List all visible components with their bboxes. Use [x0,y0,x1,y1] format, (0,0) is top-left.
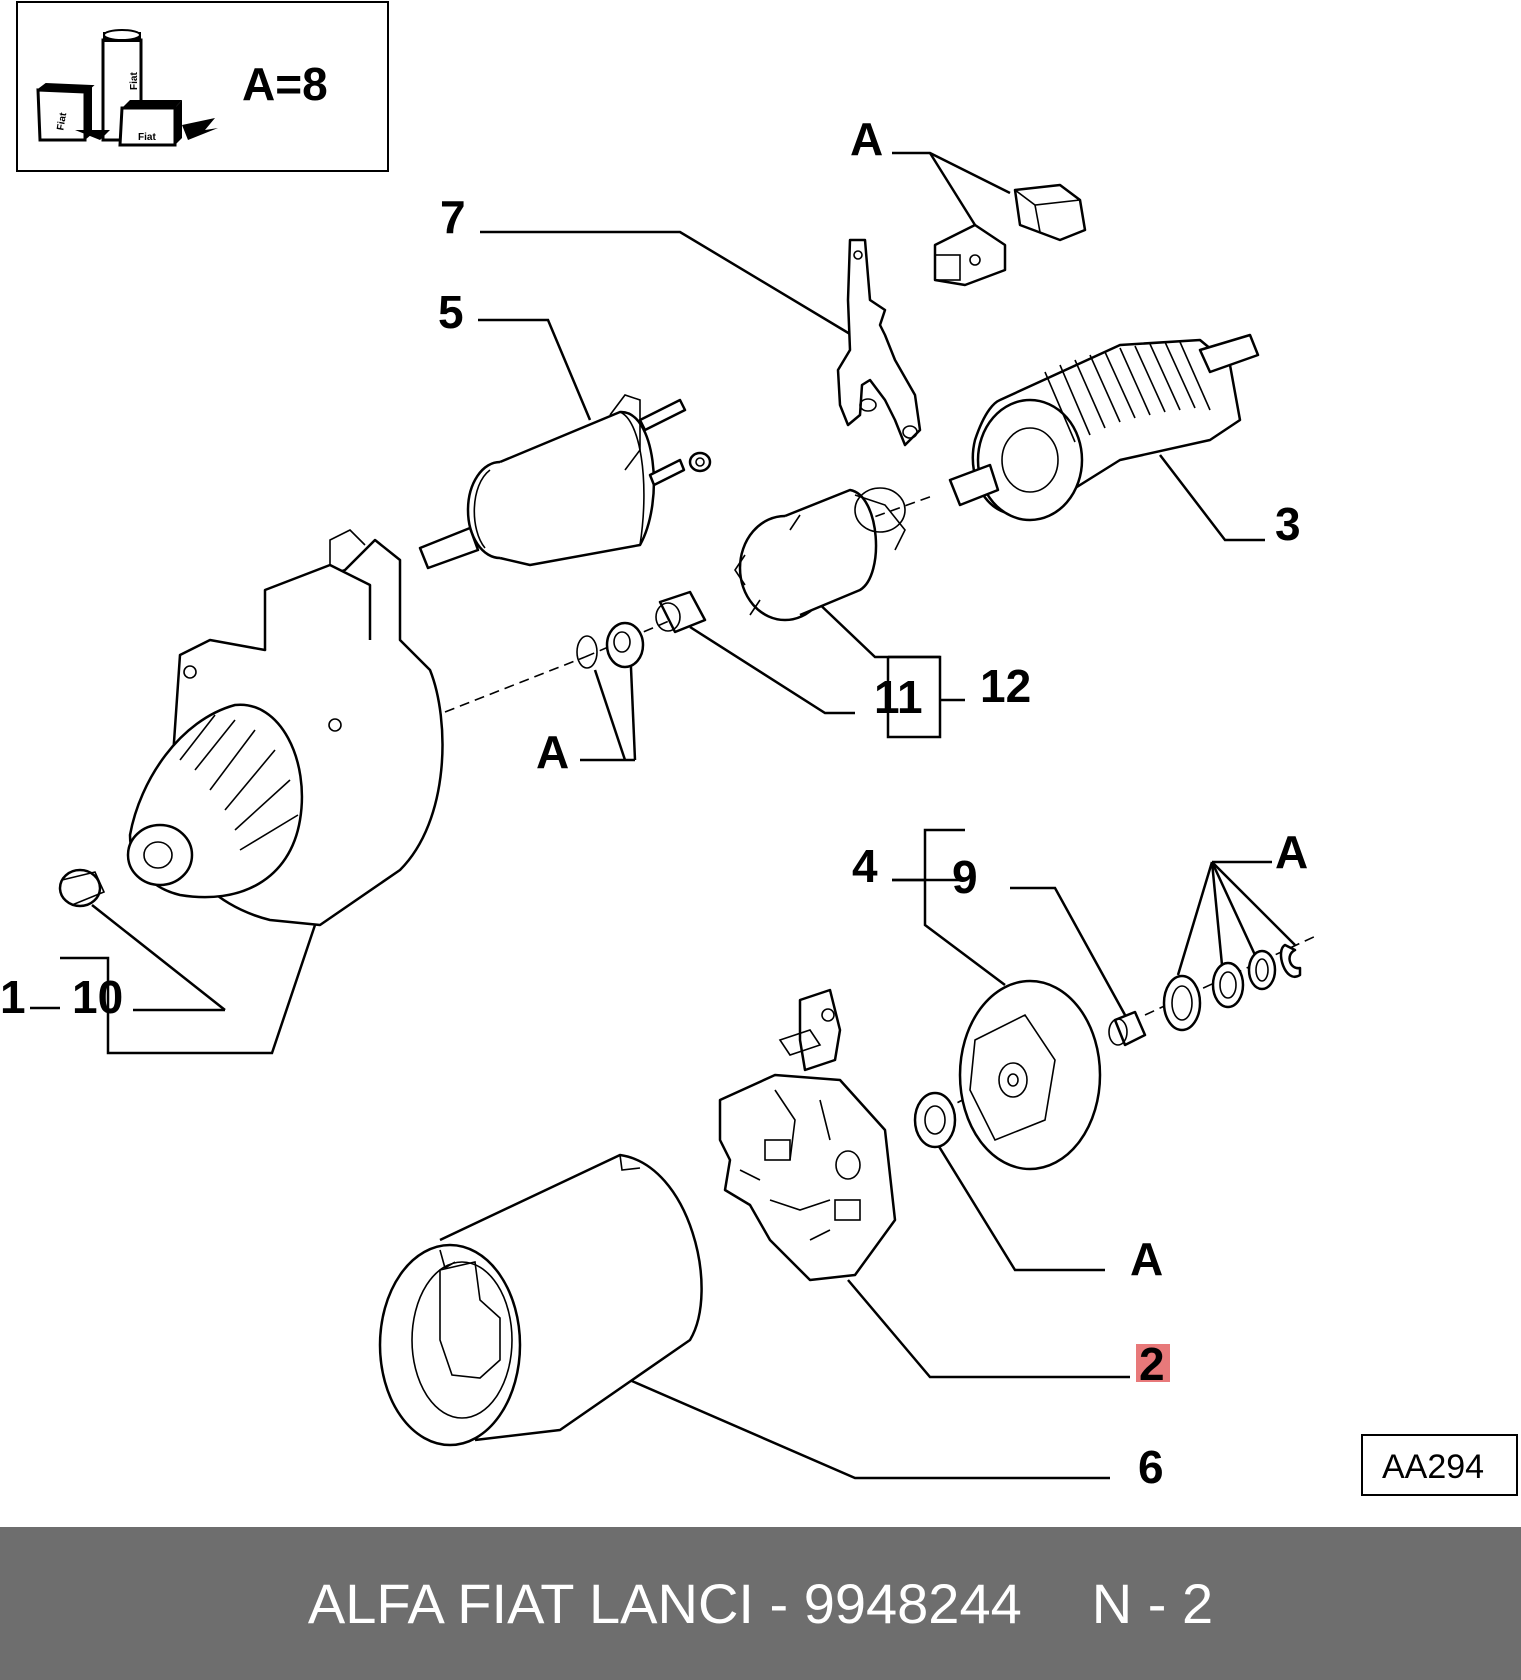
callout-7: 7 [440,191,466,243]
lubricant-cans-icon: Fiat Fiat Fiat [36,29,218,147]
bush-washer-part [576,590,707,669]
highlight-marker [1136,1344,1170,1382]
solenoid-part [418,394,712,570]
armature-part [948,333,1260,522]
reference-code: AA294 [1382,1448,1484,1486]
callout-12: 12 [980,660,1031,712]
callout-a-right: A [1275,826,1308,878]
callout-a-top: A [850,113,883,165]
leader-lines [30,151,1296,1480]
reference-box: AA294 [1361,1434,1518,1496]
callout-3: 3 [1275,498,1301,550]
callout-2: 2 [1139,1338,1165,1390]
terminal-clip-part [933,183,1087,287]
callout-a-mid: A [536,726,569,778]
callout-a-low: A [1130,1233,1163,1285]
brush-holder-part [718,988,897,1282]
legend-box: Fiat Fiat Fiat A=8 [16,1,389,172]
callout-10: 10 [72,971,123,1023]
callout-1: 1 [0,971,26,1023]
exploded-parts-diagram: Fiat Fiat Fiat A=8 AA294 [0,1,1518,1496]
callout-9: 9 [952,851,978,903]
legend-text: A=8 [242,58,328,110]
callout-11: 11 [874,671,923,723]
shift-fork-part [836,238,922,447]
drive-end-housing-part [58,529,444,927]
yoke-frame-part [378,1153,703,1447]
can-label: Fiat [138,132,156,143]
footer-suffix: N - 2 [1091,1572,1214,1635]
callout-6: 6 [1138,1441,1164,1493]
footer-bar: ALFA FIAT LANCI - 9948244 N - 2 [0,1527,1521,1680]
washer-set-part [1162,943,1302,1032]
washer-part [913,1091,957,1149]
callout-4: 4 [852,840,878,892]
can-label: Fiat [55,111,69,131]
callout-labels: 7 5 A 3 11 12 A 1 10 4 9 A A 2 6 [0,113,1308,1493]
callout-5: 5 [438,286,464,338]
can-label: Fiat [129,72,140,90]
drive-pinion-part [734,487,906,622]
end-cover-plate-part [958,979,1147,1171]
axis-lines [444,494,1319,1126]
footer-part-number: ALFA FIAT LANCI - 9948244 [307,1572,1022,1635]
